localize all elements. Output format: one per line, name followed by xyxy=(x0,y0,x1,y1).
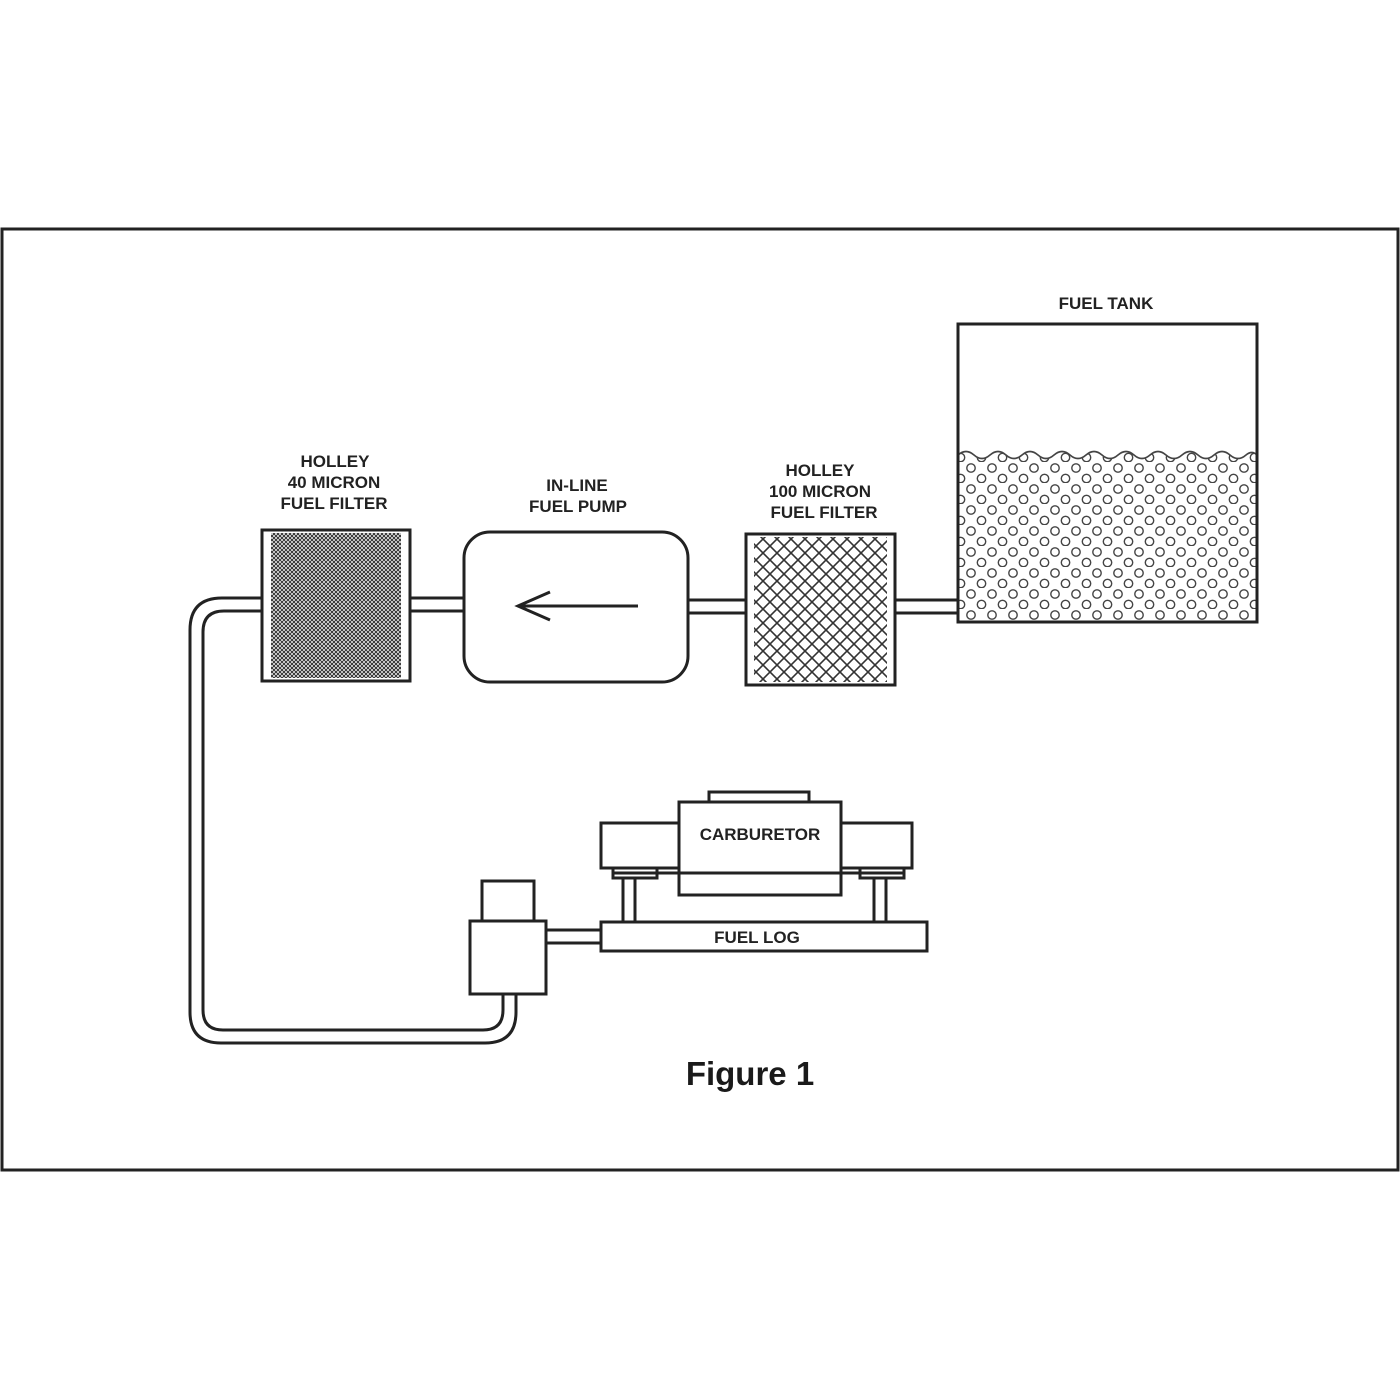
fuel-line-pump-to-filter40 xyxy=(410,596,464,613)
pump-label-line2: FUEL PUMP xyxy=(529,497,627,516)
regulator-cap xyxy=(480,879,536,923)
carburetor-center xyxy=(677,800,843,897)
filter-40-label-line2: 40 MICRON xyxy=(288,473,381,492)
filter-40-micron xyxy=(260,528,412,683)
pump-label-line1: IN-LINE xyxy=(546,476,607,495)
regulator-body xyxy=(468,919,548,996)
fuel-line-regulator-to-log xyxy=(545,928,601,945)
filter-100-mesh xyxy=(754,537,887,682)
carburetor-top-cap xyxy=(707,790,811,804)
fuel-liquid xyxy=(958,451,1257,622)
fuel-pressure-regulator xyxy=(468,879,548,996)
fuel-line-loop-to-regulator xyxy=(188,596,518,1045)
filter-100-label-line2: 100 MICRON xyxy=(769,482,871,501)
filter-100-label-line1: HOLLEY xyxy=(786,461,856,480)
fuel-log xyxy=(599,920,929,953)
fuel-tank xyxy=(956,322,1259,624)
inline-fuel-pump xyxy=(462,530,690,684)
fuel-level-wave xyxy=(957,450,1258,460)
fuel-line-tank-to-filter100 xyxy=(895,598,958,615)
figure-caption: Figure 1 xyxy=(686,1055,814,1092)
filter-40-label-line1: HOLLEY xyxy=(301,452,371,471)
fuel-line-filter100-to-pump xyxy=(688,598,746,615)
filter-40-label-line3: FUEL FILTER xyxy=(280,494,387,513)
fuel-tank-label: FUEL TANK xyxy=(1059,294,1154,313)
carburetor-label: CARBURETOR xyxy=(700,825,821,844)
carburetor-assembly xyxy=(599,790,914,924)
fuel-log-label: FUEL LOG xyxy=(714,928,800,947)
filter-40-mesh xyxy=(271,533,401,678)
figure-frame xyxy=(0,227,1400,1172)
flow-direction-arrow-icon xyxy=(514,590,551,622)
filter-100-label-line3: FUEL FILTER xyxy=(770,503,877,522)
filter-100-micron xyxy=(744,532,897,687)
